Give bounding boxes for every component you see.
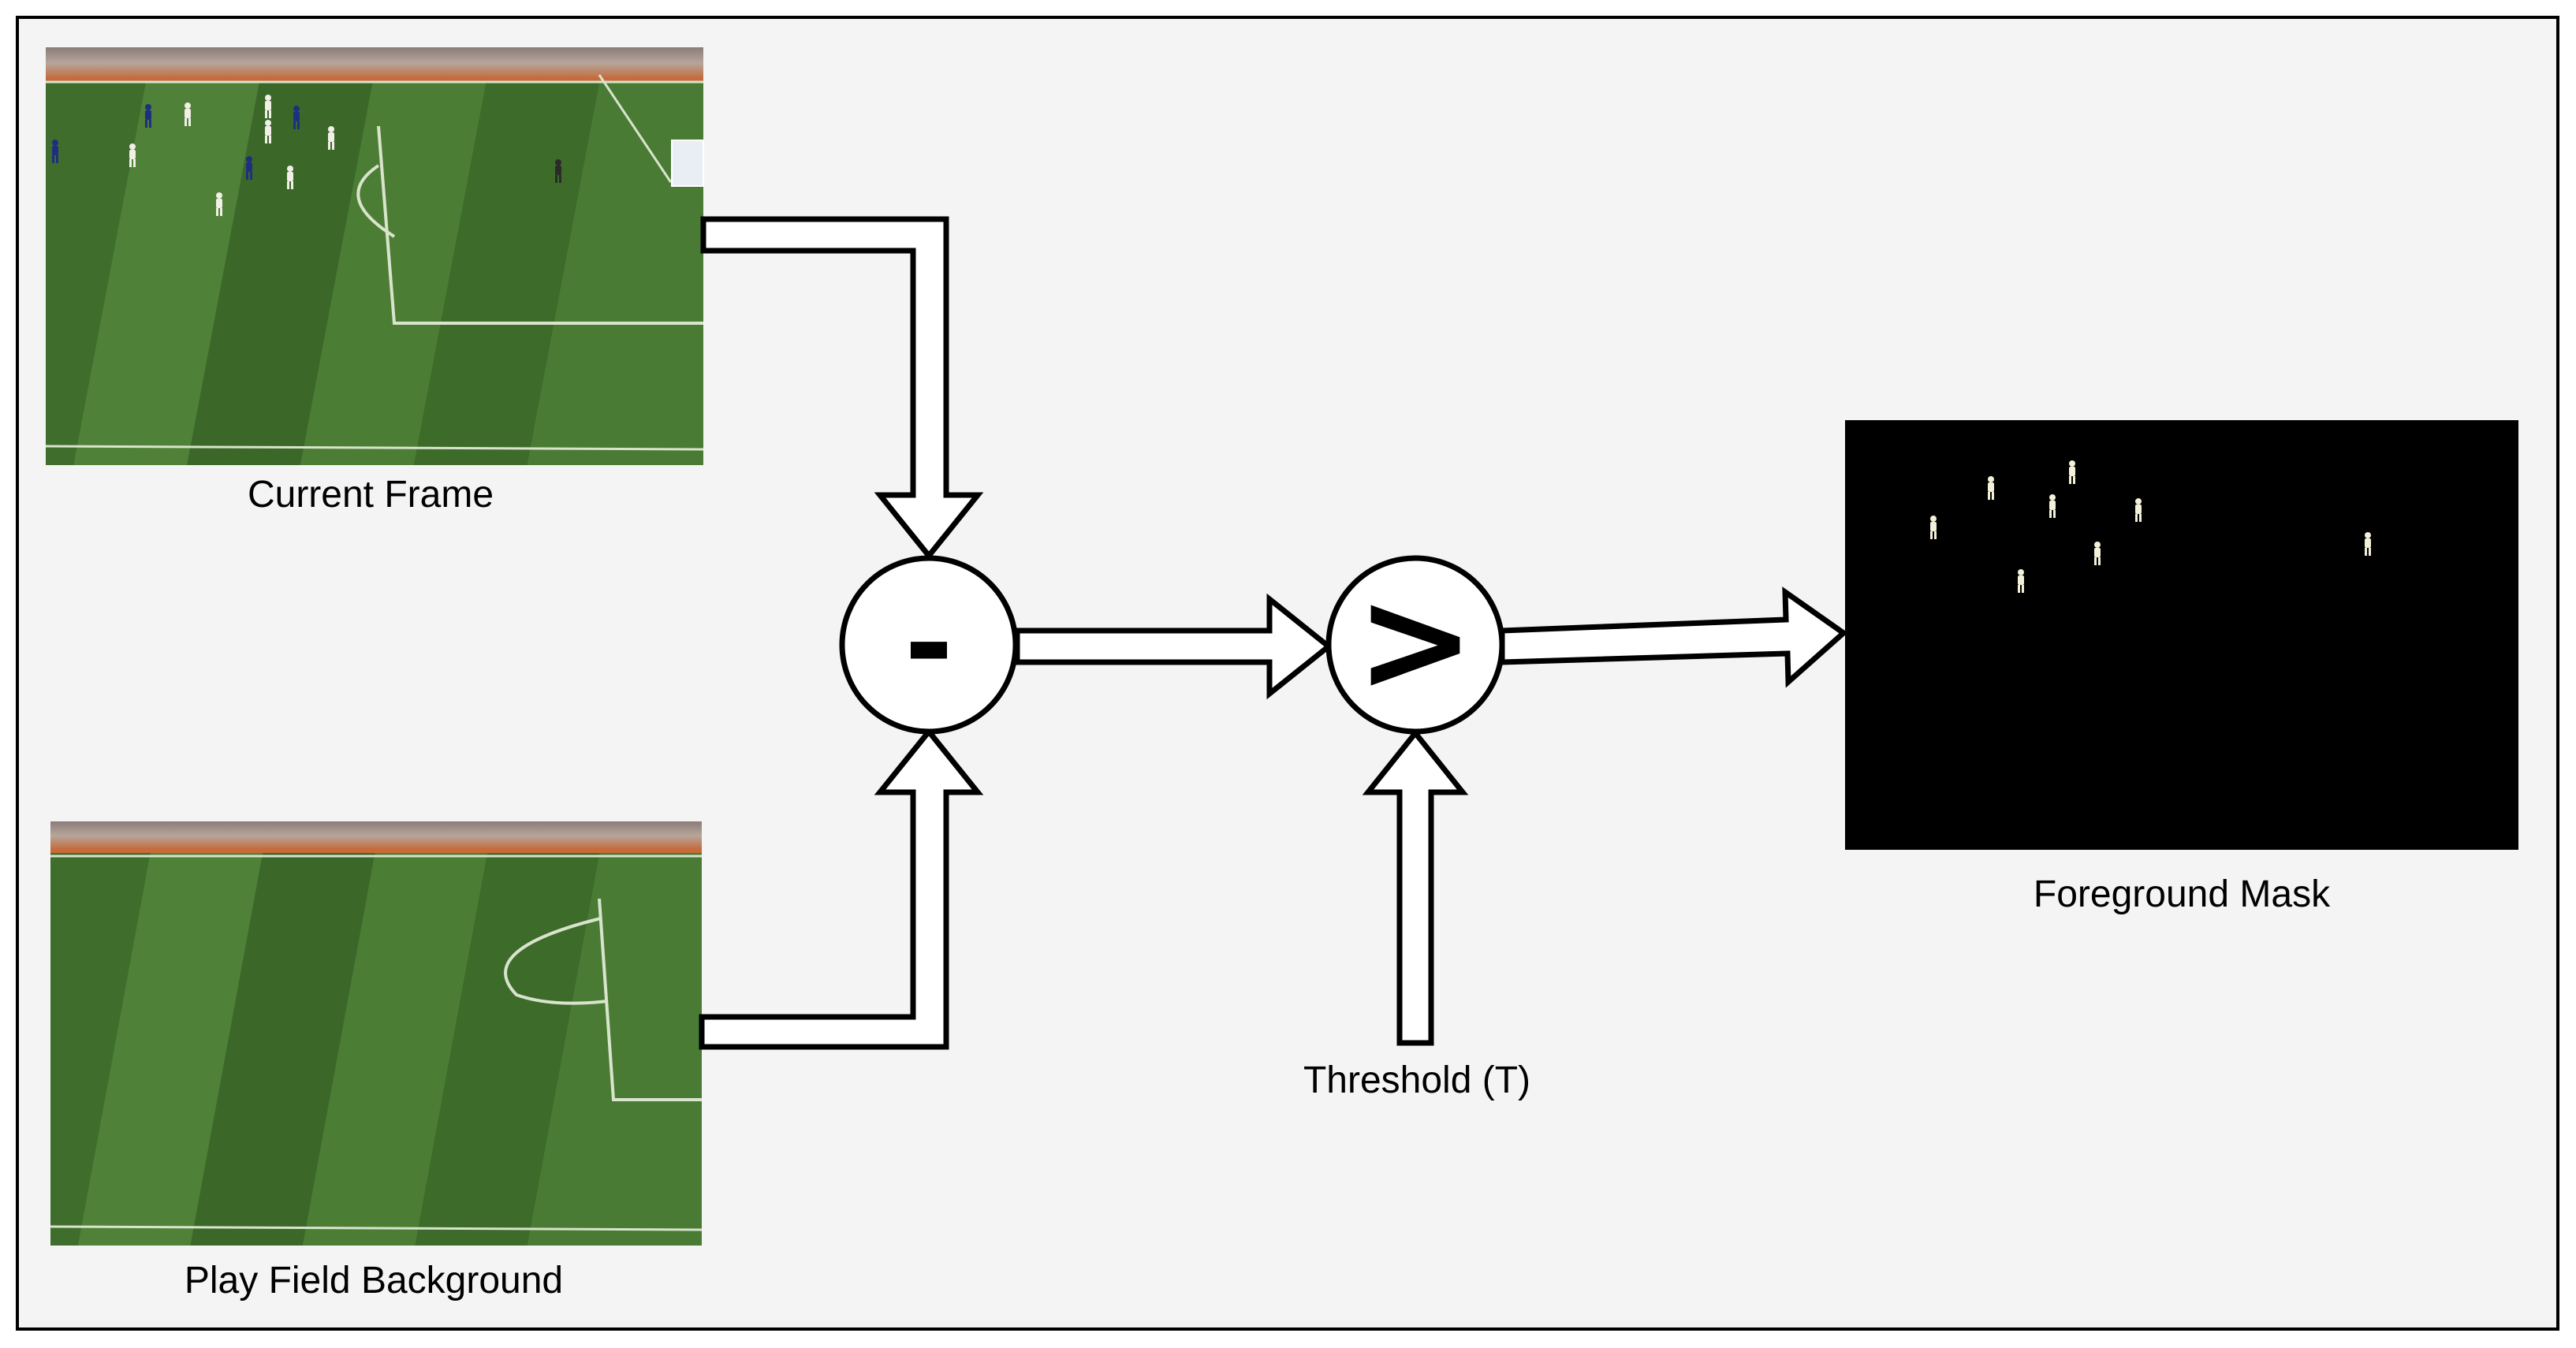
foreground-mask-image [1845,420,2518,850]
subtract-symbol: - [904,575,953,713]
arrow-threshold-to-compare [1362,728,1469,1046]
current-frame-label: Current Frame [248,474,494,516]
play-field-background-image [50,821,703,1246]
arrow-subtract-to-compare [1014,593,1333,700]
foreground-mask-label: Foreground Mask [2034,873,2331,915]
threshold-label: Threshold (T) [1303,1059,1530,1101]
compare-symbol: > [1356,559,1475,724]
arrow-compare-to-mask [1499,586,1848,688]
arrow-background-to-subtract [699,727,984,1050]
compare-operator: > [1325,555,1505,735]
subtract-operator: - [839,555,1019,735]
play-field-background-label: Play Field Background [185,1260,563,1301]
arrow-current-frame-to-subtract [700,216,984,560]
current-frame-image [45,47,704,465]
